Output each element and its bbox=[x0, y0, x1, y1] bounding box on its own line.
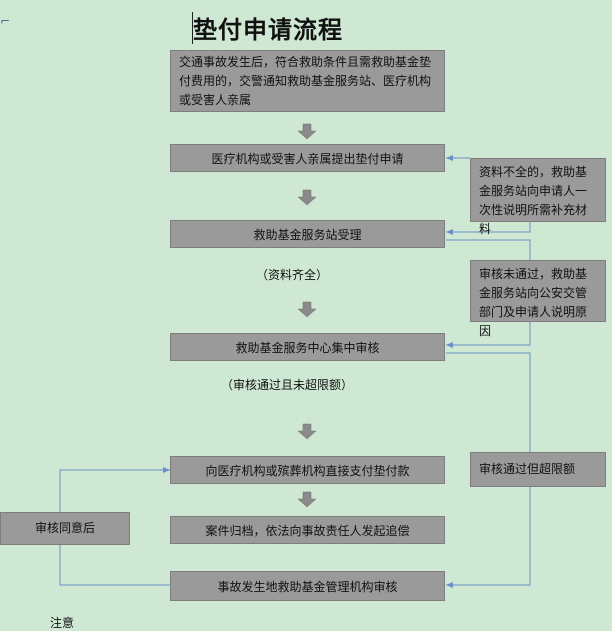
connector-overlimit-to-step7 bbox=[446, 487, 531, 586]
step7-box: 事故发生地救助基金管理机构审核 bbox=[170, 571, 445, 601]
side-box-over-limit: 审核通过但超限额 bbox=[470, 452, 606, 487]
side-rejected-text: 审核未通过，救助基金服务站向公安交管部门及申请人说明原因 bbox=[479, 267, 588, 338]
step4-text: 救助基金服务中心集中审核 bbox=[235, 340, 380, 355]
step5-box: 向医疗机构或殡葬机构直接支付垫付款 bbox=[170, 456, 445, 484]
arrowhead-step2 bbox=[446, 155, 453, 161]
flow-arrow-5 bbox=[297, 491, 317, 508]
connector-incomplete-to-step3 bbox=[446, 222, 531, 233]
step1-box: 交通事故发生后，符合救助条件且需救助基金垫付费用的，交警通知救助基金服务站、医疗… bbox=[170, 50, 445, 112]
arrowhead-step3 bbox=[446, 229, 453, 235]
step1-text: 交通事故发生后，符合救助条件且需救助基金垫付费用的，交警通知救助基金服务站、医疗… bbox=[179, 54, 432, 107]
step2-text: 医疗机构或受害人亲属提出垫付申请 bbox=[211, 151, 404, 166]
connector-rejected-to-step4 bbox=[446, 322, 531, 346]
connector-step7-to-approved bbox=[59, 545, 170, 586]
side-approved-after-text: 审核同意后 bbox=[34, 521, 95, 535]
partial-footer-text: 注意 bbox=[50, 616, 75, 630]
connector-approved-to-step5 bbox=[59, 469, 170, 512]
step5-text: 向医疗机构或殡葬机构直接支付垫付款 bbox=[205, 463, 410, 478]
arrowhead-step7 bbox=[446, 582, 453, 588]
step6-box: 案件归档，依法向事故责任人发起追偿 bbox=[170, 516, 445, 544]
flow-arrow-4 bbox=[297, 423, 317, 440]
flow-arrow-1 bbox=[297, 123, 317, 140]
note-passed: （审核通过且未超限额） bbox=[221, 378, 354, 392]
arrowhead-step4 bbox=[446, 342, 453, 348]
step4-box: 救助基金服务中心集中审核 bbox=[170, 333, 445, 361]
step6-text: 案件归档，依法向事故责任人发起追偿 bbox=[205, 523, 410, 538]
step3-text: 救助基金服务站受理 bbox=[253, 227, 362, 242]
page-title: 垫付申请流程 bbox=[193, 16, 343, 44]
side-incomplete-text: 资料不全的，救助基金服务站向申请人一次性说明所需补充材料 bbox=[479, 165, 588, 236]
arrowhead-step5 bbox=[163, 467, 170, 473]
side-box-approved-after: 审核同意后 bbox=[0, 512, 130, 545]
side-box-incomplete: 资料不全的，救助基金服务站向申请人一次性说明所需补充材料 bbox=[470, 158, 606, 236]
connector-step3-to-rejected bbox=[446, 239, 531, 262]
text-cursor bbox=[192, 12, 193, 44]
flow-arrow-2 bbox=[297, 189, 317, 206]
margin-mark: ⌐ bbox=[0, 14, 11, 28]
step3-box: 救助基金服务站受理 bbox=[170, 220, 445, 248]
step2-box: 医疗机构或受害人亲属提出垫付申请 bbox=[170, 144, 445, 172]
step7-text: 事故发生地救助基金管理机构审核 bbox=[217, 579, 398, 594]
side-box-rejected: 审核未通过，救助基金服务站向公安交管部门及申请人说明原因 bbox=[470, 260, 606, 338]
connector-step4-to-overlimit bbox=[446, 352, 531, 455]
side-over-limit-text: 审核通过但超限额 bbox=[479, 462, 576, 476]
flow-arrow-3 bbox=[297, 301, 317, 318]
note-complete: （资料齐全） bbox=[256, 268, 329, 282]
